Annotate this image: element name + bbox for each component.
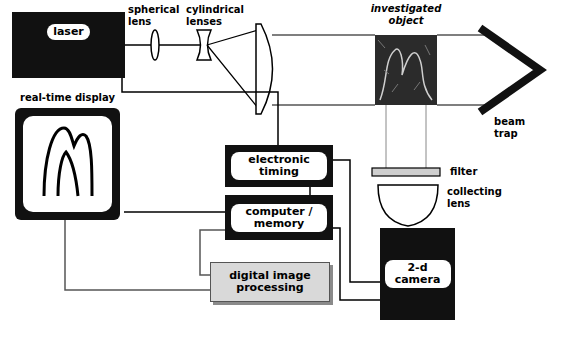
node-label: laser [47, 24, 90, 40]
filter [372, 168, 440, 176]
object-texture [378, 40, 430, 92]
signal-wire [122, 78, 278, 145]
part-label: filter [450, 166, 477, 178]
collecting-lens [378, 185, 438, 226]
node-label: computer / memory [231, 204, 327, 232]
node-label: electronic timing [231, 152, 327, 180]
signal-wire [333, 228, 380, 300]
light-sheet [272, 35, 490, 105]
beam-trap [480, 28, 540, 112]
node-label: 2-d camera [385, 260, 451, 288]
laser-box: laser [12, 12, 125, 78]
part-label: collecting lens [447, 186, 511, 210]
node-label: real-time display [15, 92, 120, 104]
signal-wire [124, 211, 225, 213]
processing-box: digital image processing [210, 262, 330, 302]
display-image [58, 152, 78, 196]
timing-box: electronic timing [225, 145, 333, 187]
node-label: investigated object [362, 3, 450, 27]
object-region [375, 35, 437, 105]
part-label: cylindrical lenses [186, 4, 258, 28]
part-label: beam trap [494, 116, 544, 140]
display-image [44, 128, 92, 196]
laser-beam [125, 44, 205, 46]
signal-wire [65, 220, 210, 290]
flame-front [380, 49, 432, 100]
camera-box: 2-d camera [380, 228, 455, 320]
object-block: investigated object [358, 3, 454, 105]
node-label: digital image processing [222, 270, 318, 294]
signal-wire [309, 187, 311, 195]
computer-box: computer / memory [225, 195, 333, 240]
display-block: real-time display [11, 92, 124, 220]
display-screen [23, 116, 112, 212]
cylindrical-lens [256, 24, 273, 114]
fluorescence-path [386, 105, 426, 168]
display-frame [15, 108, 120, 220]
spherical-lens [151, 30, 159, 60]
part-label: spherical lens [128, 4, 180, 28]
diverging-beam [207, 30, 258, 108]
